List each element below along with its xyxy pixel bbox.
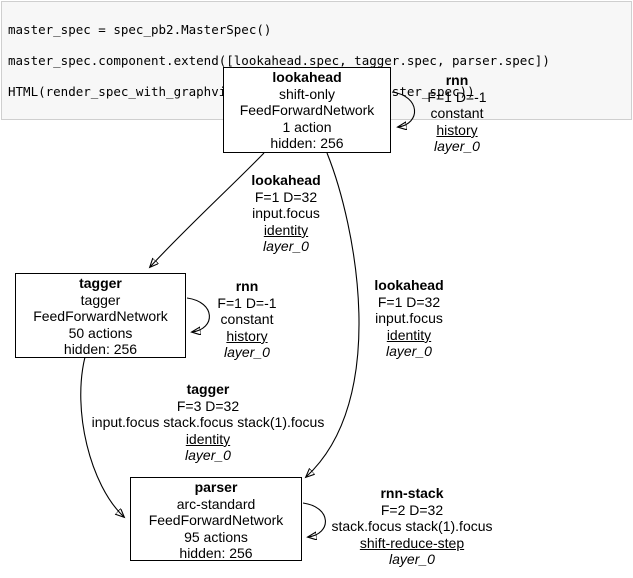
edge-label-title: tagger [186, 381, 230, 397]
node-line: FeedForwardNetwork [239, 102, 375, 119]
node-line: FeedForwardNetwork [148, 512, 284, 529]
master-spec-graph: lookahead shift-only FeedForwardNetwork … [0, 60, 633, 578]
node-line: arc-standard [176, 495, 256, 512]
node-tagger: tagger tagger FeedForwardNetwork 50 acti… [15, 273, 186, 358]
edge-label-rnn-tagger: rnn F=1 D=-1 constant history layer_0 [187, 278, 307, 361]
edge-label-title: lookahead [374, 277, 444, 293]
edge-label-line: stack.focus stack(1).focus [331, 518, 493, 535]
node-title: tagger [79, 275, 122, 291]
edge-label-layer: layer_0 [434, 138, 480, 155]
edge-label-line: F=1 D=-1 [217, 294, 277, 311]
node-line: hidden: 256 [63, 341, 138, 358]
node-line: hidden: 256 [179, 545, 253, 562]
edge-tagger-to-parser-arrow [80, 356, 124, 517]
self-loop-tagger-rnn-arrow [186, 297, 210, 332]
node-line: tagger [80, 291, 121, 308]
edge-label-layer: layer_0 [263, 238, 309, 255]
edge-label-line: F=1 D=32 [254, 188, 318, 205]
edge-label-layer: layer_0 [389, 551, 435, 568]
node-line: 1 action [282, 118, 332, 135]
edge-label-link: history [436, 121, 478, 138]
edge-label-line: F=1 D=32 [377, 293, 441, 310]
self-loop-lookahead-rnn-arrow [391, 91, 416, 127]
edge-label-link: identity [263, 221, 309, 238]
edge-label-layer: layer_0 [185, 447, 231, 464]
edge-label-line: constant [220, 311, 274, 328]
edge-label-lookahead-to-parser: lookahead F=1 D=32 input.focus identity … [349, 277, 469, 360]
edge-label-lookahead-to-tagger: lookahead F=1 D=32 input.focus identity … [226, 172, 346, 255]
edge-label-title: rnn [235, 278, 259, 294]
node-title: lookahead [272, 69, 342, 85]
edge-lookahead-to-parser-arrow [306, 152, 360, 477]
node-line: 95 actions [184, 528, 248, 545]
graph-edges [80, 91, 416, 578]
edge-label-tagger-to-parser: tagger F=3 D=32 input.focus stack.focus … [58, 381, 358, 464]
edge-label-line: input.focus [252, 205, 320, 222]
edge-label-link: shift-reduce-step [359, 534, 465, 551]
code-line: master_spec.component.extend([lookahead.… [8, 52, 550, 68]
node-line: 50 actions [68, 324, 133, 341]
edge-label-line: F=3 D=32 [176, 397, 240, 414]
edge-label-title: rnn-stack [380, 485, 444, 501]
edge-lookahead-to-tagger-arrow [150, 152, 265, 267]
node-line: shift-only [278, 85, 336, 102]
edge-label-line: constant [430, 105, 484, 122]
edge-label-layer: layer_0 [386, 343, 432, 360]
edge-label-rnn-stack-parser: rnn-stack F=2 D=32 stack.focus stack(1).… [312, 485, 512, 568]
node-line: hidden: 256 [270, 135, 344, 152]
node-title: parser [194, 479, 238, 495]
node-lookahead: lookahead shift-only FeedForwardNetwork … [223, 67, 391, 153]
edge-label-link: identity [185, 430, 231, 447]
edge-label-layer: layer_0 [224, 344, 270, 361]
edge-label-link: identity [386, 326, 432, 343]
edge-label-title: rnn [445, 72, 469, 88]
code-line: master_spec = spec_pb2.MasterSpec() [8, 21, 272, 37]
edge-label-line: F=1 D=-1 [427, 88, 487, 105]
edge-label-line: input.focus stack.focus stack(1).focus [91, 414, 325, 431]
edge-label-link: history [226, 327, 268, 344]
edge-label-line: F=2 D=32 [380, 501, 444, 518]
node-parser: parser arc-standard FeedForwardNetwork 9… [130, 477, 302, 561]
edge-label-rnn-lookahead: rnn F=1 D=-1 constant history layer_0 [397, 72, 517, 155]
self-loop-parser-rnn-stack-arrow [302, 502, 326, 537]
edge-label-line: input.focus [375, 310, 443, 327]
edge-label-title: lookahead [251, 172, 321, 188]
node-line: FeedForwardNetwork [33, 308, 168, 325]
